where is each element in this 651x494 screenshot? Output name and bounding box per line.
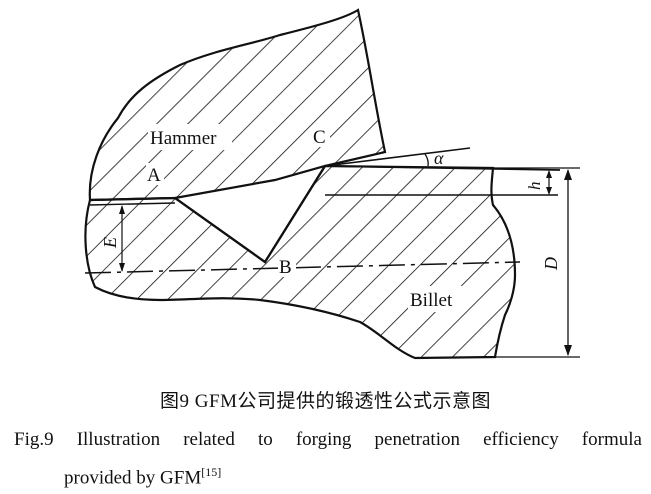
caption-english-line1: Fig.9 Illustration related to forging pe…: [14, 424, 642, 456]
e-arrow-bottom: [119, 263, 125, 272]
point-c-label: C: [313, 127, 326, 148]
caption-word: Fig.9: [14, 429, 54, 450]
reference-marker: [15]: [201, 465, 222, 479]
e-arrow-top: [119, 205, 125, 214]
forging-diagram: Hammer Billet A B C α h D E: [84, 8, 580, 360]
angle-line: [324, 147, 471, 167]
centerline: [84, 261, 521, 274]
caption-word: to: [257, 429, 273, 450]
hammer-body: [88, 8, 387, 202]
billet-top-line: [324, 165, 561, 171]
billet-label: Billet: [410, 290, 453, 311]
caption-english-line2: provided by GFM[15]: [14, 456, 642, 494]
caption-word: related: [183, 429, 235, 450]
point-b-label: B: [279, 257, 292, 278]
caption-word: efficiency: [483, 429, 559, 450]
caption-word: forging: [295, 429, 352, 450]
point-a-label: A: [147, 165, 161, 186]
caption-chinese: 图9 GFM公司提供的锻透性公式示意图: [160, 391, 491, 412]
alpha-arc: [424, 153, 429, 167]
h-arrow-top: [546, 170, 552, 178]
d-label: D: [541, 257, 561, 271]
d-arrow-bottom: [564, 345, 572, 356]
billet-body: [84, 164, 517, 360]
hammer-label: Hammer: [150, 128, 217, 149]
caption-word: Illustration: [76, 429, 161, 450]
d-arrow-top: [564, 169, 572, 180]
h-arrow-bottom: [546, 187, 552, 195]
caption-english: Fig.9 Illustration related to forging pe…: [14, 424, 642, 494]
wedge-outline: [174, 165, 326, 264]
caption-provided-by: provided by GFM: [64, 467, 202, 489]
e-label: E: [100, 237, 120, 249]
caption-word: penetration: [374, 429, 460, 450]
billet-left-top: [89, 202, 176, 206]
caption-word: formula: [581, 429, 642, 450]
alpha-label: α: [434, 148, 444, 168]
h-label: h: [525, 182, 544, 191]
